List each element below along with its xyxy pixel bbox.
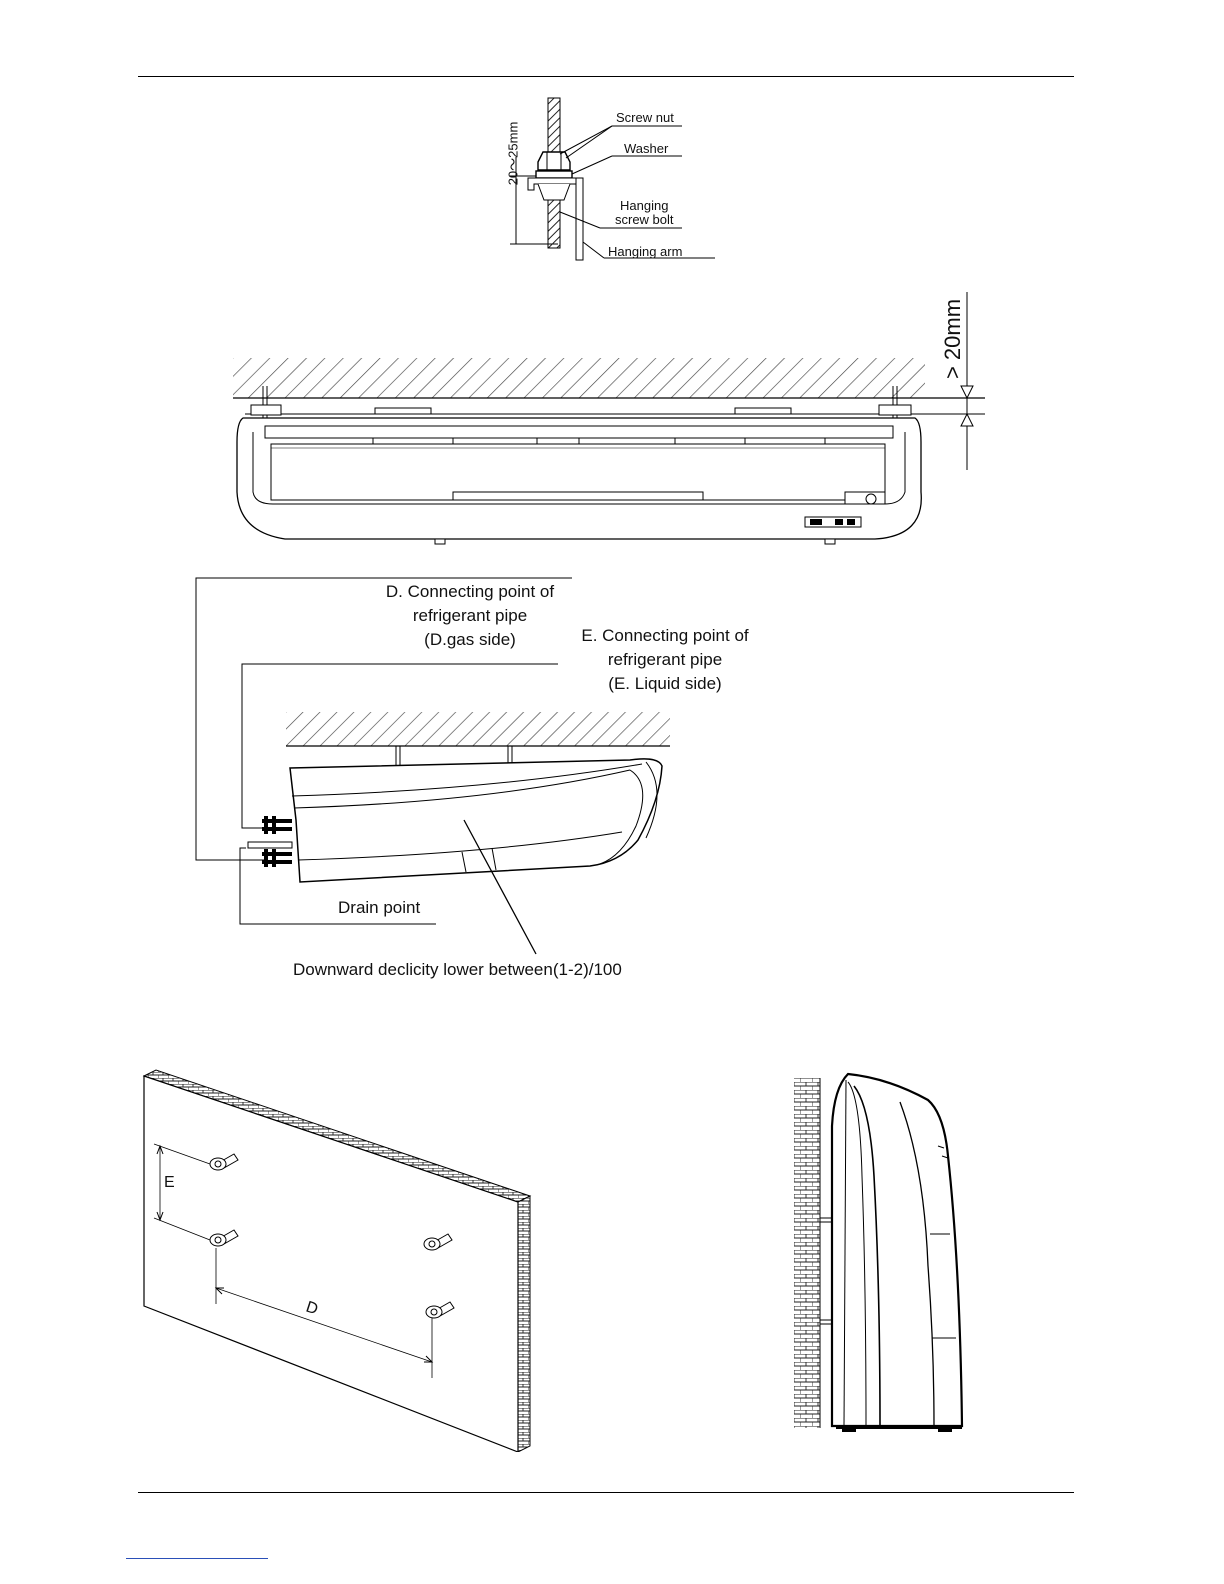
hanging-screw-bolt-label-2: screw bolt	[615, 212, 674, 227]
footer-rule	[138, 1492, 1074, 1493]
header-rule	[138, 76, 1074, 77]
hanging-screw-bolt-label-1: Hanging	[620, 198, 668, 213]
bolt-dimension-label: 20～25mm	[503, 114, 522, 194]
ceiling-front-figure: > 20mm	[225, 292, 1005, 554]
drain-point-label: Drain point	[338, 898, 420, 918]
footer-link-underline	[126, 1558, 268, 1559]
d-connecting-point-label-1: D. Connecting point of	[340, 582, 600, 602]
e-connecting-point-label-2: refrigerant pipe	[540, 650, 790, 670]
slope-label: Downward declicity lower between(1-2)/10…	[293, 960, 622, 980]
hanging-arm-label: Hanging arm	[608, 244, 682, 259]
screw-nut-label: Screw nut	[616, 110, 674, 125]
clearance-label: > 20mm	[940, 289, 966, 389]
bolt-detail-figure: 20～25mm Screw nut Washer Hanging screw b…	[500, 92, 730, 267]
side-view-figure: D. Connecting point of refrigerant pipe …	[190, 570, 770, 990]
e-connecting-point-label-1: E. Connecting point of	[540, 626, 790, 646]
d-connecting-point-label-2: refrigerant pipe	[340, 606, 600, 626]
dimension-e-label: E	[164, 1174, 175, 1192]
e-connecting-point-label-3: (E. Liquid side)	[540, 674, 790, 694]
wall-bolts-figure: E D	[138, 1066, 538, 1452]
washer-label: Washer	[624, 141, 668, 156]
wall-unit-side-figure	[788, 1066, 984, 1436]
